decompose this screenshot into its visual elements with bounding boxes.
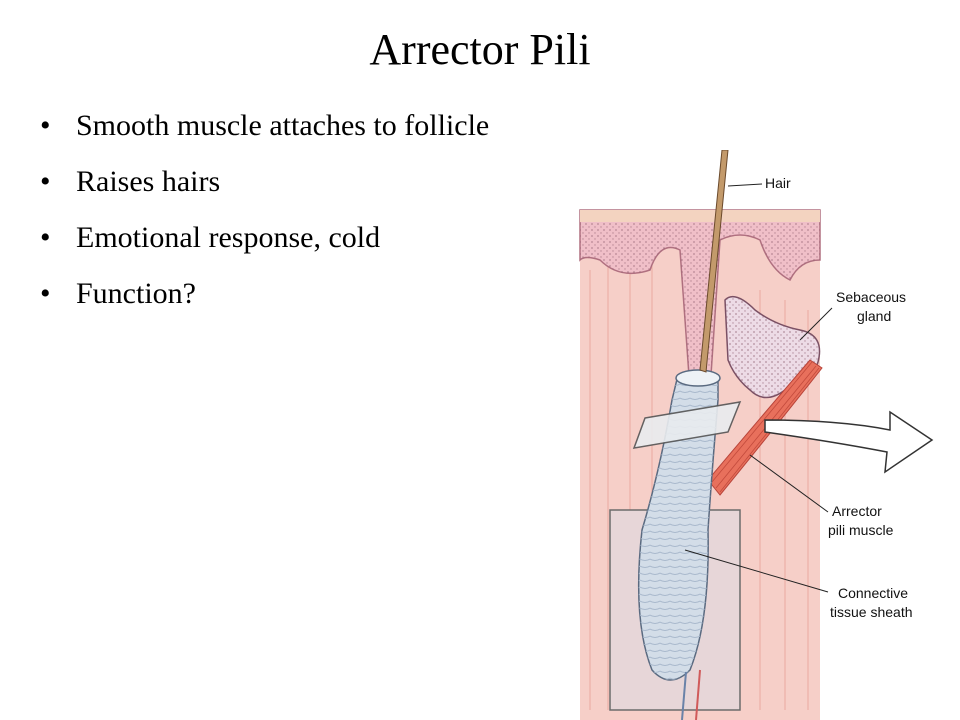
bullet-text: Smooth muscle attaches to follicle [76,109,490,142]
bullet-glyph: • [40,109,51,142]
slide-title: Arrector Pili [369,25,591,74]
label-arrector-pili: Arrector [832,503,882,519]
diagram-svg: Hair Sebaceous gland Arrector pili muscl… [579,150,934,720]
label-sebaceous-gland: gland [857,308,891,324]
label-connective-tissue-sheath: Connective [838,585,908,601]
bullet-glyph: • [40,165,51,198]
bullet-item: • Emotional response, cold [40,216,489,272]
label-arrector-pili: pili muscle [828,522,894,538]
label-sebaceous-gland: Sebaceous [836,289,906,305]
bullet-item: • Raises hairs [40,160,489,216]
bullet-glyph: • [40,221,51,254]
blood-vessel [681,671,687,720]
dermis-fibers [589,260,809,710]
hair-shaft [699,150,729,373]
sebaceous-texture [725,296,820,398]
bullet-item: • Function? [40,272,489,328]
follicle-rim [675,369,721,387]
hair-follicle-diagram: Hair Sebaceous gland Arrector pili muscl… [560,150,960,720]
epidermis-texture [580,210,820,390]
bullet-text: Function? [76,277,196,310]
rotation-arrow [764,410,934,474]
sheath-texture [638,375,718,680]
label-connective-tissue-sheath: tissue sheath [830,604,913,620]
label-hair: Hair [765,175,791,191]
skin-surface [580,210,820,222]
bullet-text: Emotional response, cold [76,221,381,254]
bullet-item: • Smooth muscle attaches to follicle [40,104,489,160]
leader-lines [684,183,833,593]
cross-section-plate [632,401,742,449]
blood-vessel [695,669,701,720]
bullet-list: • Smooth muscle attaches to follicle • Rai… [40,104,489,328]
bullet-text: Raises hairs [76,165,221,198]
bullet-glyph: • [40,277,51,310]
